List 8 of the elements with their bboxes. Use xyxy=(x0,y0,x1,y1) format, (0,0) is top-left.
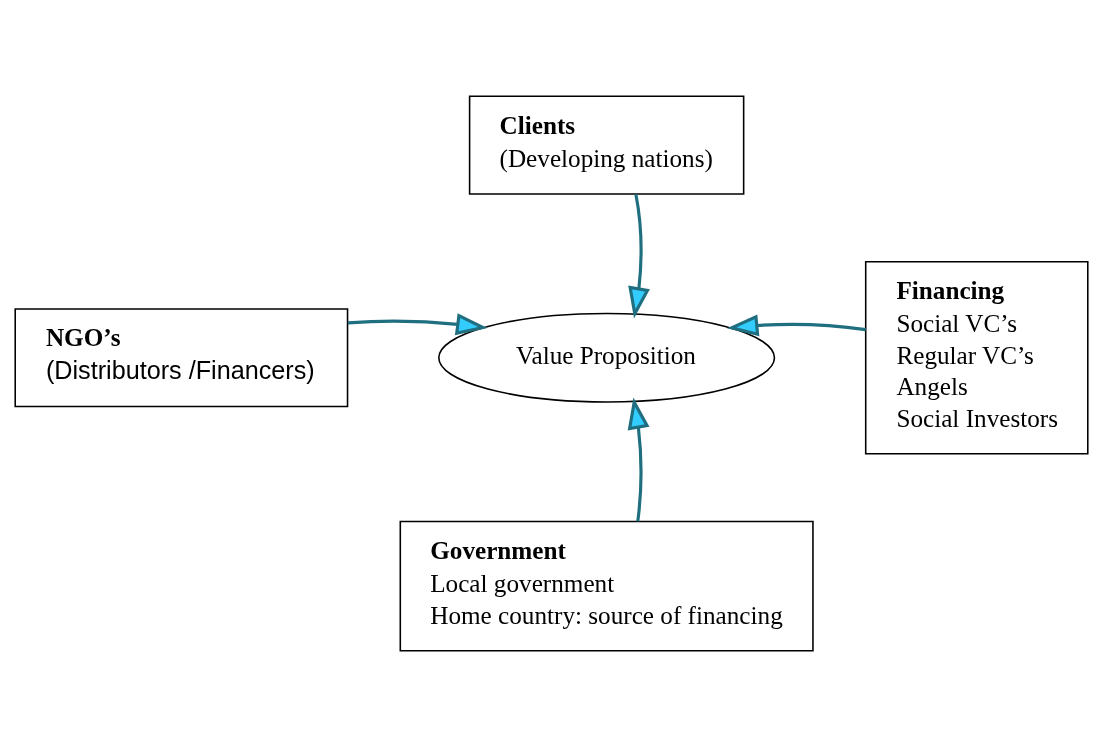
arrow xyxy=(627,397,650,522)
arrow xyxy=(628,193,650,318)
arrow xyxy=(726,313,866,336)
node-box: Clients (Developing nations) xyxy=(468,95,745,195)
arrow xyxy=(347,312,488,335)
node-box: NGO’s (Distributors /Financers) xyxy=(14,307,349,407)
node-box: Government Local government Home country: source of financing xyxy=(399,520,814,651)
node-box: Financing Social VC’s Regular VC’s Angels Social Investors xyxy=(864,260,1089,455)
